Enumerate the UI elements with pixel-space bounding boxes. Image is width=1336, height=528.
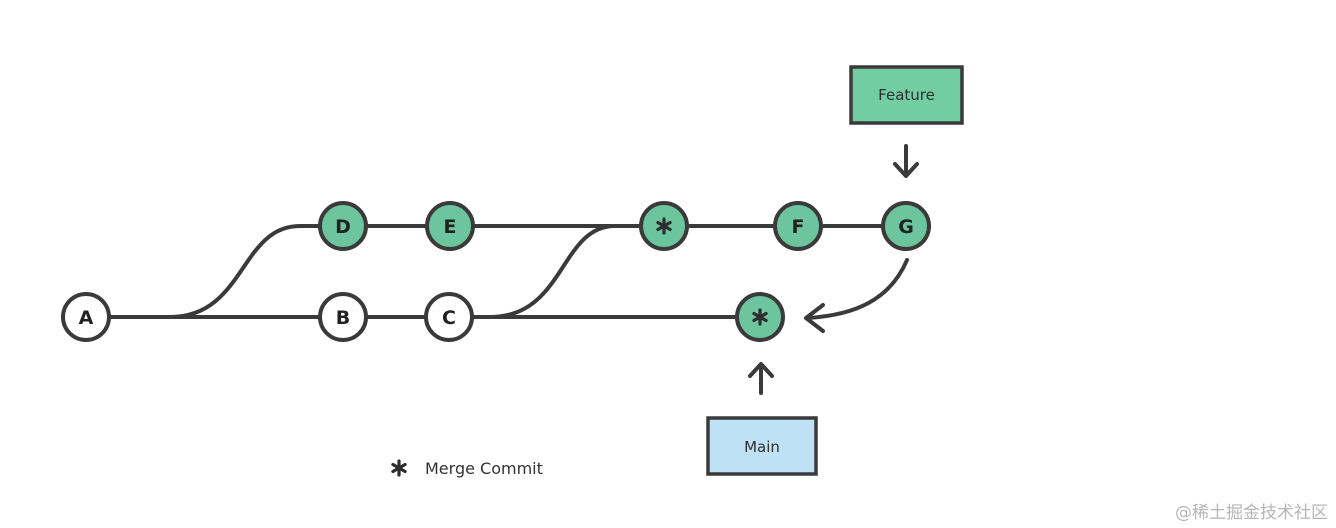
merge-into-main-arrow — [806, 258, 909, 320]
merge-commit-feature — [639, 201, 689, 251]
commit-f: F — [773, 201, 823, 251]
commit-a-label: A — [79, 307, 94, 329]
commit-d: D — [318, 201, 368, 251]
commit-c-label: C — [442, 307, 456, 329]
commit-e-label: E — [444, 216, 457, 238]
watermark: @稀土掘金技术社区 — [1175, 503, 1328, 523]
main-pointer-arrow — [748, 362, 774, 395]
merge-commit-main — [735, 292, 785, 342]
legend: Merge Commit — [391, 459, 543, 478]
commit-b: B — [318, 292, 368, 342]
asterisk-icon — [391, 459, 407, 477]
commit-d-label: D — [335, 216, 351, 238]
merge-into-main-arrowhead — [804, 303, 825, 333]
commit-g: G — [881, 201, 931, 251]
commit-g-label: G — [898, 216, 914, 238]
feature-pointer-arrow — [893, 144, 919, 178]
main-into-feature-curve — [488, 224, 617, 319]
feature-branch-box: Feature — [849, 65, 964, 125]
legend-label: Merge Commit — [425, 459, 543, 478]
commit-e: E — [425, 201, 475, 251]
commit-b-label: B — [336, 307, 350, 329]
feature-fork-curve — [168, 224, 322, 319]
commit-f-label: F — [792, 216, 805, 238]
feature-branch-label: Feature — [878, 86, 935, 104]
commit-c: C — [424, 292, 474, 342]
commit-a: A — [61, 292, 111, 342]
main-branch-label: Main — [744, 438, 780, 456]
main-branch-box: Main — [706, 416, 818, 476]
